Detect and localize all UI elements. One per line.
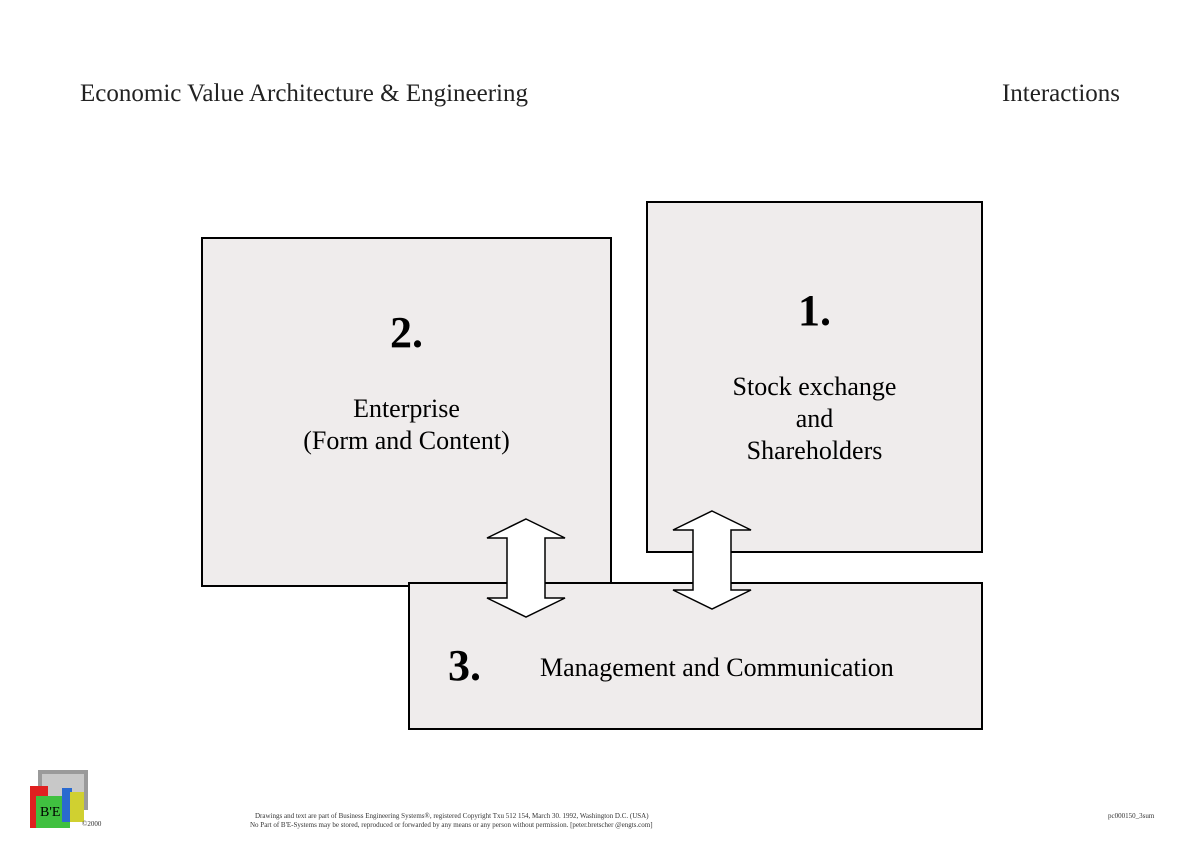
enterprise-label-line1: Enterprise — [353, 394, 460, 423]
be-logo: B'E — [30, 770, 88, 828]
stock-exchange-number: 1. — [798, 286, 831, 335]
stock-exchange-box: 1. Stock exchange and Shareholders — [646, 201, 983, 553]
stock-exchange-label-line1: Stock exchange — [732, 372, 897, 401]
enterprise-label-line2: (Form and Content) — [303, 426, 510, 455]
stock-exchange-label: Stock exchange and Shareholders — [648, 371, 981, 467]
stock-exchange-label-line3: Shareholders — [746, 436, 883, 465]
management-box: 3. Management and Communication — [408, 582, 983, 730]
enterprise-box: 2. Enterprise (Form and Content) — [201, 237, 612, 587]
enterprise-label: Enterprise (Form and Content) — [203, 393, 610, 457]
section-title: Interactions — [1001, 80, 1120, 107]
logo-text: B'E — [40, 805, 60, 820]
document-id: pc000150_3sum — [1108, 812, 1155, 820]
management-number: 3. — [448, 641, 481, 690]
enterprise-number: 2. — [390, 308, 423, 357]
page-title: Economic Value Architecture & Engineerin… — [80, 80, 528, 107]
copyright-year: ©2000 — [82, 820, 102, 828]
stock-exchange-label-line2: and — [795, 404, 834, 433]
copyright-line-1: Drawings and text are part of Business E… — [255, 812, 649, 820]
copyright-line-2: No Part of B'E-Systems may be stored, re… — [250, 821, 653, 829]
management-label: Management and Communication — [540, 653, 894, 682]
